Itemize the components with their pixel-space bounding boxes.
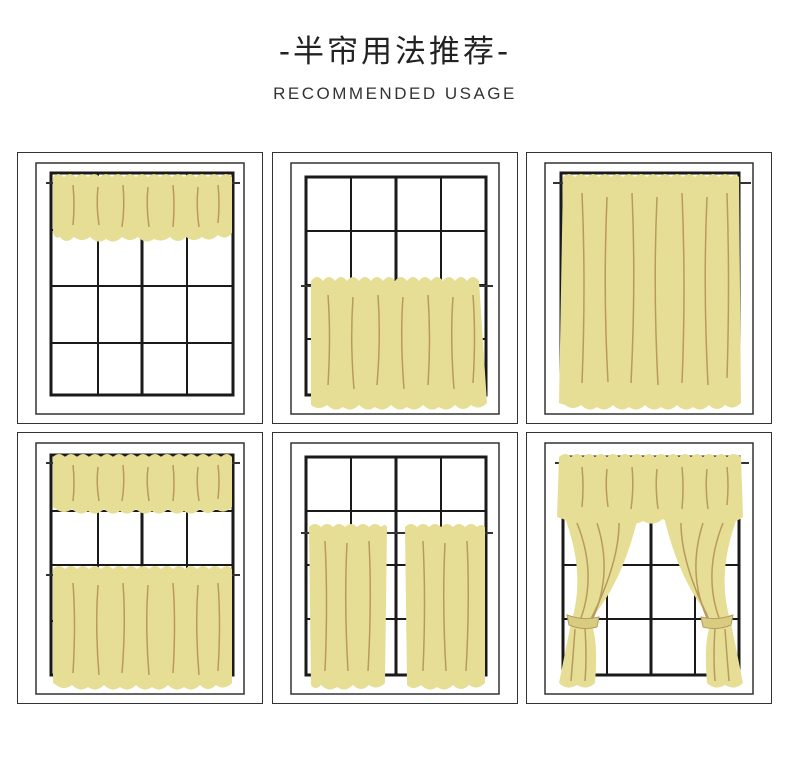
- window-valance-top-icon: [35, 162, 245, 415]
- window-cafe-curtain-icon: [290, 162, 500, 415]
- usage-card-cafe-middle: [272, 152, 518, 424]
- usage-card-valance-and-tieback: [526, 432, 772, 704]
- usage-card-valance-top: [17, 152, 263, 424]
- window-tier-set-icon: [35, 442, 245, 695]
- window-tieback-curtain-icon: [544, 442, 754, 695]
- page-title: -半帘用法推荐-: [278, 34, 512, 70]
- window-side-panels-icon: [290, 442, 500, 695]
- window-full-curtain-icon: [544, 162, 754, 415]
- usage-card-valance-and-cafe: [17, 432, 263, 704]
- page-subtitle: RECOMMENDED USAGE: [273, 84, 517, 103]
- usage-card-full-panel: [526, 152, 772, 424]
- usage-card-two-side-panels: [272, 432, 518, 704]
